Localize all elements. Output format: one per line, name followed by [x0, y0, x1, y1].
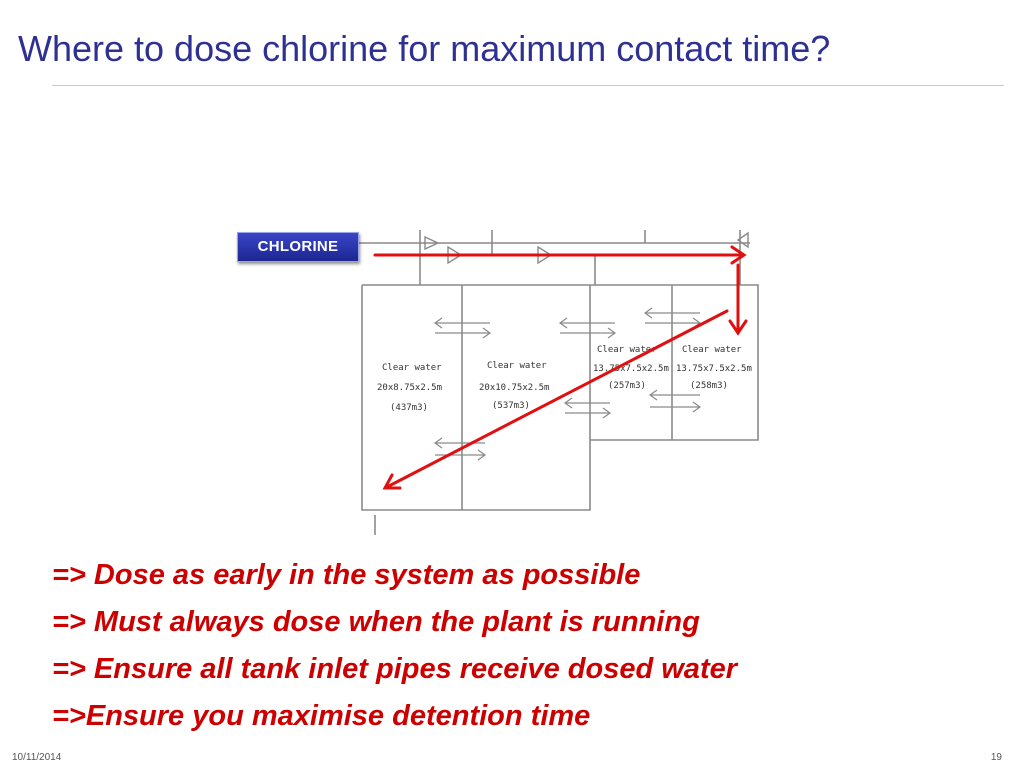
- chlorine-tag: CHLORINE: [237, 232, 359, 262]
- flow-arrow-icon: [648, 389, 700, 401]
- tank-1-label: Clear water 20x8.75x2.5m (437m3): [377, 363, 442, 413]
- bullet-item: =>Ensure you maximise detention time: [52, 700, 591, 732]
- tank-diagram: Clear water 20x8.75x2.5m (437m3) Clear w…: [355, 230, 759, 535]
- flow-arrow-icon: [558, 317, 615, 329]
- dose-path-diagonal: [385, 309, 729, 489]
- flow-arrow-icon: [433, 437, 485, 449]
- bullet-item: => Must always dose when the plant is ru…: [52, 606, 700, 638]
- tank-4-label: Clear water 13.75x7.5x2.5m (258m3): [676, 345, 752, 391]
- flow-arrow-icon: [433, 317, 490, 329]
- flow-arrow-icon: [650, 401, 702, 413]
- tank-label: Clear water: [382, 363, 442, 373]
- flow-arrow-icon: [643, 307, 700, 319]
- flow-arrow-icon: [563, 397, 610, 409]
- valve-icon: [424, 235, 440, 251]
- slide-title: Where to dose chlorine for maximum conta…: [18, 28, 831, 69]
- tank-volume: (537m3): [492, 401, 530, 411]
- tank-label: Clear water: [487, 361, 547, 371]
- dose-arrowhead-icon: [730, 245, 747, 265]
- tank-label: Clear water: [682, 345, 742, 355]
- tank-dims: 13.75x7.5x2.5m: [676, 364, 752, 374]
- tank-dims: 20x8.75x2.5m: [377, 383, 442, 393]
- bullet-item: => Ensure all tank inlet pipes receive d…: [52, 653, 738, 685]
- title-divider: [52, 85, 1004, 86]
- valve-icon: [736, 231, 749, 249]
- tank-volume: (258m3): [690, 381, 728, 391]
- tank-dims: 20x10.75x2.5m: [479, 383, 549, 393]
- flow-arrow-icon: [435, 327, 492, 339]
- tank-3-label: Clear water 13.75x7.5x2.5m (257m3): [593, 345, 669, 391]
- tank-dims: 13.75x7.5x2.5m: [593, 364, 669, 374]
- tank-volume: (437m3): [390, 403, 428, 413]
- dose-arrowhead-icon: [382, 473, 402, 490]
- flow-arrow-icon: [435, 449, 487, 461]
- flow-arrow-icon: [565, 407, 612, 419]
- bullet-list: => Dose as early in the system as possib…: [52, 552, 1012, 740]
- dose-arrowhead-icon: [728, 319, 748, 336]
- tank-2-label: Clear water 20x10.75x2.5m (537m3): [479, 361, 549, 411]
- footer-date: 10/11/2014: [12, 752, 62, 763]
- bullet-item: => Dose as early in the system as possib…: [52, 559, 641, 591]
- tank-label: Clear water: [597, 345, 657, 355]
- flow-arrow-icon: [560, 327, 617, 339]
- tank-volume: (257m3): [608, 381, 646, 391]
- page-number: 19: [990, 752, 1002, 763]
